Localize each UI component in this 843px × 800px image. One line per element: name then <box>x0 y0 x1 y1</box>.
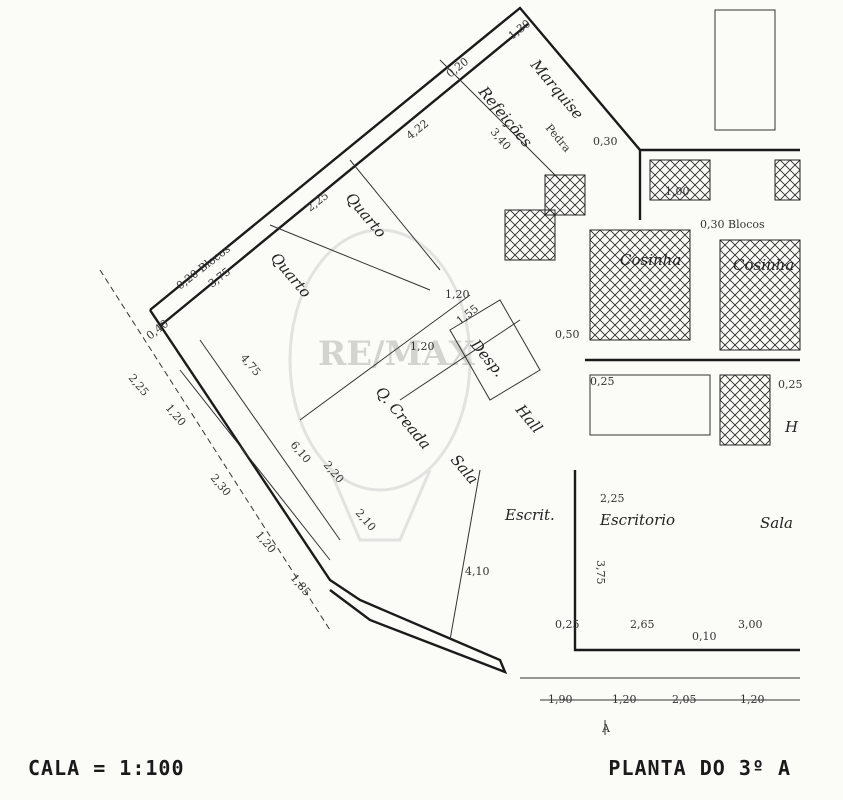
dim-030: 0,30 <box>593 135 618 148</box>
dim-130: 1,30 <box>506 17 533 42</box>
room-cosinha-1: Cosinha <box>620 251 681 269</box>
sheet-title: PLANTA DO 3º A <box>608 756 791 780</box>
room-sala: Sala <box>447 451 482 488</box>
room-sala-2: Sala <box>760 514 793 532</box>
dim-025a: 0,25 <box>590 375 615 388</box>
dim-120a: 1,20 <box>445 288 470 301</box>
room-quarto-1: Quarto <box>342 189 390 241</box>
dim-l225: 2,25 <box>126 372 152 399</box>
dim-100: 1,00 <box>665 185 690 198</box>
dim-l120: 1,20 <box>163 402 189 429</box>
note-pedra: Pedra <box>543 122 574 155</box>
axis-marker: A <box>601 722 611 735</box>
watermark-text: RE/MAX <box>318 334 476 374</box>
dim-422: 4,22 <box>404 117 431 142</box>
right-wing <box>520 9 801 735</box>
dim-225b: 2,25 <box>600 492 625 505</box>
dim-l120b: 1,20 <box>253 529 279 556</box>
dim-265: 2,65 <box>630 618 655 631</box>
dim-b190: 1,90 <box>548 693 573 706</box>
scale-label: CALA = 1:100 <box>28 756 185 780</box>
dim-020: 0,20 <box>444 55 471 80</box>
room-quarto-2: Quarto <box>267 249 315 301</box>
dim-025c: 0,25 <box>555 618 580 631</box>
room-hall: Hall <box>511 400 546 437</box>
dim-225a: 2,25 <box>304 189 331 214</box>
room-quarto-creada: Q. Creada <box>372 383 435 453</box>
dim-b205: 2,05 <box>672 693 697 706</box>
dim-475: 4,75 <box>238 352 264 379</box>
room-marquise: Marquise <box>526 55 587 123</box>
note-blocos-2: 0,30 Blocos <box>700 218 765 231</box>
dim-025b: 0,25 <box>778 378 803 391</box>
room-hall-2: H <box>784 418 799 436</box>
left-wing <box>99 6 642 675</box>
room-escritorio-1: Escrit. <box>504 506 555 524</box>
dim-b120b: 1,20 <box>740 693 765 706</box>
dim-b120: 1,20 <box>612 693 637 706</box>
dim-220: 2,20 <box>321 459 347 486</box>
dim-050: 0,50 <box>555 328 580 341</box>
dim-300: 3,00 <box>738 618 763 631</box>
dim-l185: 1,85 <box>288 572 314 599</box>
room-escritorio-2: Escritorio <box>599 511 675 529</box>
dim-l230: 2,30 <box>208 472 234 499</box>
dim-375b: 3,75 <box>594 560 607 585</box>
dim-120b: 1,20 <box>410 340 435 353</box>
dim-010: 0,10 <box>692 630 717 643</box>
dim-410: 4,10 <box>465 565 490 578</box>
room-cosinha-2: Cosinha <box>733 256 794 274</box>
